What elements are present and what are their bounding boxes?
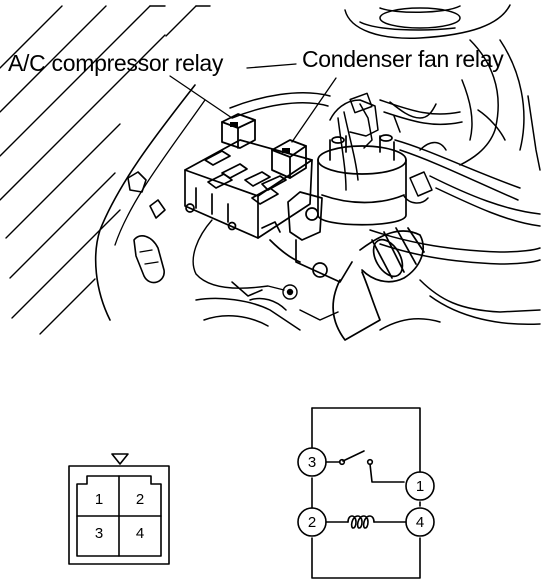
connector-pinout <box>68 453 170 565</box>
strut-tower <box>344 4 541 171</box>
mount-bracket <box>269 191 353 283</box>
sensor-connector <box>403 141 447 204</box>
ac-leader-line <box>169 75 233 119</box>
canister <box>317 134 407 226</box>
terminal-label: 1 <box>416 478 424 495</box>
terminal-3 <box>297 447 327 477</box>
switch-arm <box>342 450 365 462</box>
terminal-label: 3 <box>308 454 316 471</box>
intake-hose <box>332 227 425 341</box>
fan-leader-line-lower <box>291 77 337 143</box>
circuit-terminal-labels: 3 1 2 4 <box>308 454 424 531</box>
pin-label: 4 <box>136 525 144 542</box>
terminal-4 <box>405 507 435 537</box>
orientation-triangle <box>111 453 129 465</box>
callout-leaders <box>169 63 337 143</box>
terminal-label: 2 <box>308 514 316 531</box>
fender-hatching <box>0 5 211 335</box>
fender-edge <box>94 84 196 321</box>
condenser-fan-relay <box>271 139 307 179</box>
terminal-1 <box>405 471 435 501</box>
pin-label: 2 <box>136 491 144 508</box>
ac-compressor-relay-label: A/C compressor relay <box>8 50 224 76</box>
ac-compressor-relay <box>221 113 256 149</box>
ground-wire <box>192 219 298 300</box>
coil-icon <box>347 515 375 529</box>
terminal-2 <box>297 507 327 537</box>
connector-pin-labels: 1 2 3 4 <box>95 491 144 542</box>
engine-lower <box>195 279 541 331</box>
condenser-fan-relay-label: Condenser fan relay <box>302 46 504 72</box>
relay-block <box>184 139 313 239</box>
engine-bay-illustration <box>0 4 541 341</box>
wire-harness <box>329 92 437 191</box>
fan-leader-line <box>246 63 297 69</box>
hose-clip <box>133 235 165 284</box>
relay-circuit <box>297 407 435 579</box>
pin-label: 3 <box>95 525 103 542</box>
pin-label: 1 <box>95 491 103 508</box>
terminal-label: 4 <box>416 514 424 531</box>
hood-bracket <box>127 171 147 193</box>
